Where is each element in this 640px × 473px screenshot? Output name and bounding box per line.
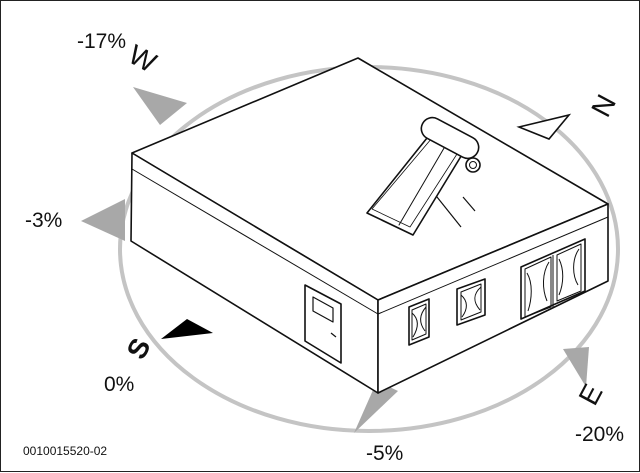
house-window-middle <box>456 278 486 326</box>
house <box>130 57 609 394</box>
house-window-large <box>520 238 586 320</box>
south-east-percent: -5% <box>366 442 403 465</box>
north-arrow-icon <box>516 113 572 140</box>
east-arrow-icon <box>563 347 589 387</box>
west-label: W <box>124 39 162 79</box>
east-label: E <box>573 379 609 410</box>
east-percent: -20% <box>575 423 624 446</box>
solar-collector <box>366 116 481 236</box>
house-right-wall <box>377 203 609 394</box>
figure-code: 0010015520-02 <box>23 444 107 458</box>
south-east-arrow-icon <box>354 381 398 433</box>
house-door <box>304 284 342 364</box>
west-percent: -17% <box>77 30 126 53</box>
house-window-left <box>408 298 430 346</box>
south-arrow-icon <box>161 319 213 339</box>
north-label: N <box>585 89 622 121</box>
west-arrow-icon <box>133 87 187 125</box>
south-percent: 0% <box>104 373 134 396</box>
west-south-arrow-icon <box>81 199 125 241</box>
west-south-percent: -3% <box>25 209 62 232</box>
